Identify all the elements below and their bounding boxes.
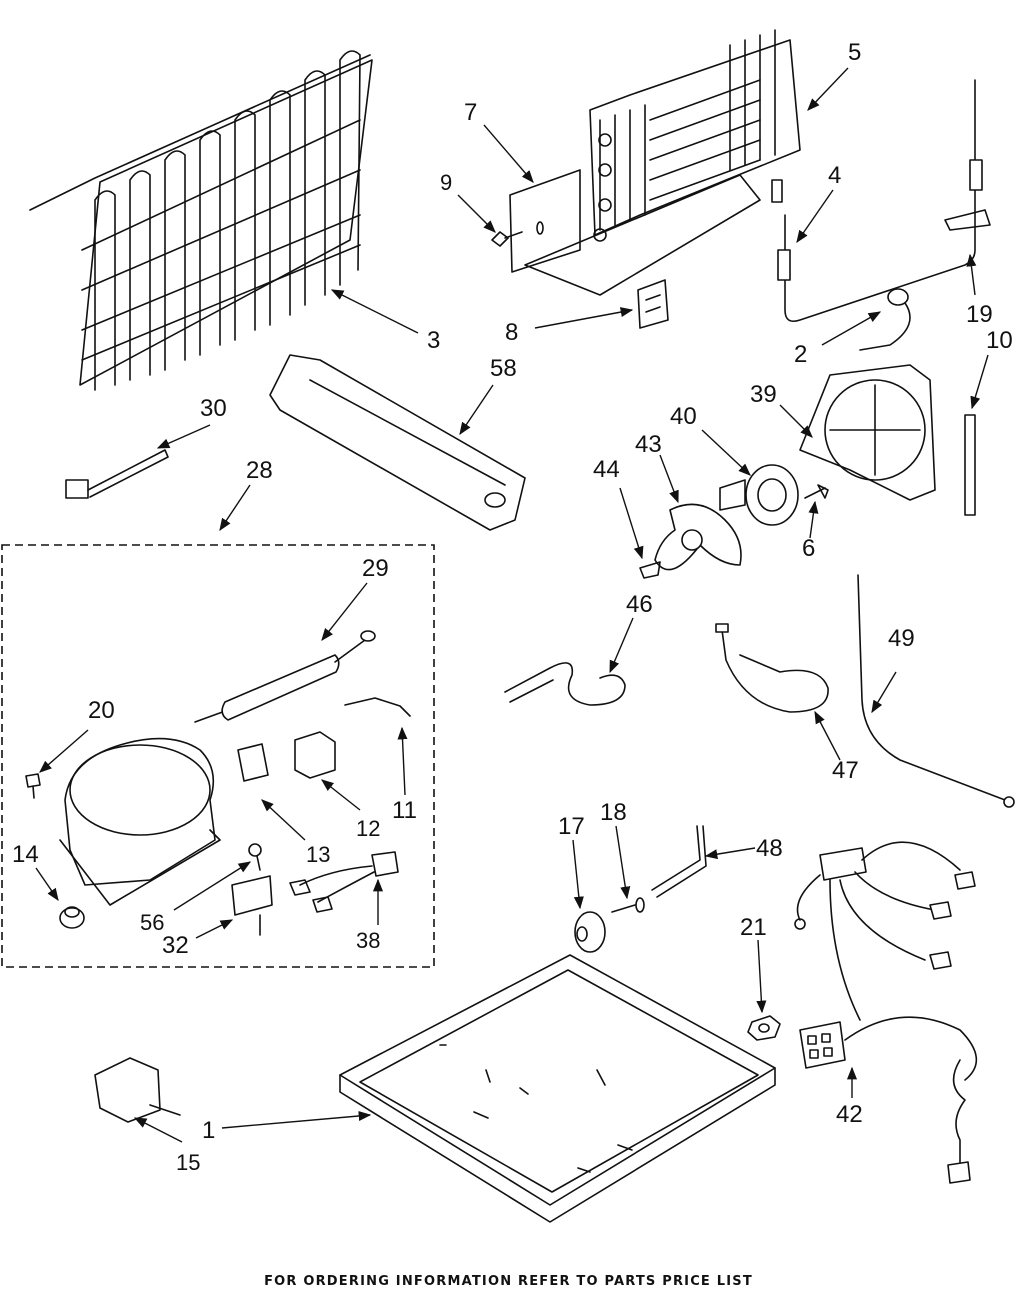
- label-30: 30: [200, 395, 227, 422]
- screw-9: [491, 231, 523, 247]
- compressor-kit-box: [1, 544, 435, 968]
- roller: [574, 911, 606, 953]
- label-12: 12: [356, 816, 380, 841]
- strip-10: [964, 414, 976, 516]
- screw-56: [248, 843, 262, 871]
- tube-48: [651, 825, 707, 898]
- fan-blade: [654, 503, 742, 571]
- drain-hose: [504, 662, 626, 706]
- label-19: 19: [966, 301, 993, 328]
- label-48: 48: [756, 835, 783, 862]
- overload: [294, 731, 336, 779]
- fan-shroud: [799, 364, 936, 501]
- capacitor: [231, 875, 273, 936]
- label-6: 6: [802, 535, 815, 562]
- label-7: 7: [464, 99, 477, 126]
- label-28: 28: [246, 457, 273, 484]
- label-29: 29: [362, 555, 389, 582]
- label-32: 32: [162, 932, 189, 959]
- label-11: 11: [392, 797, 417, 824]
- label-44: 44: [593, 456, 620, 483]
- clip-8: [637, 279, 669, 329]
- clip-44: [639, 561, 661, 579]
- label-49: 49: [888, 625, 915, 652]
- cable-tie: [65, 449, 169, 499]
- axle: [611, 897, 645, 913]
- leader-lines: [35, 67, 989, 1143]
- label-58: 58: [490, 355, 517, 382]
- grommet: [59, 906, 85, 929]
- evaporator: [524, 29, 801, 296]
- label-4: 4: [828, 162, 841, 189]
- part-labels: 1 2 3 4 5 6 7 9 8 10 11 12 13 14 15 17 1…: [12, 39, 1013, 1175]
- label-42: 42: [836, 1101, 863, 1128]
- label-5: 5: [848, 39, 861, 66]
- label-13: 13: [306, 842, 330, 867]
- relay: [237, 743, 269, 782]
- label-39: 39: [750, 381, 777, 408]
- label-8: 8: [505, 319, 518, 346]
- label-18: 18: [600, 799, 627, 826]
- label-20: 20: [88, 697, 115, 724]
- label-1: 1: [202, 1117, 215, 1144]
- label-17: 17: [558, 813, 585, 840]
- label-38: 38: [356, 928, 380, 953]
- screw-20: [25, 773, 41, 799]
- label-43: 43: [635, 431, 662, 458]
- harness-38: [289, 851, 399, 913]
- tube-49: [857, 574, 1015, 808]
- label-15: 15: [176, 1150, 200, 1175]
- footer-note: FOR ORDERING INFORMATION REFER TO PARTS …: [264, 1274, 753, 1289]
- label-56: 56: [140, 910, 164, 935]
- label-46: 46: [626, 591, 653, 618]
- tube-47: [715, 623, 829, 713]
- label-3: 3: [427, 327, 440, 354]
- defrost-thermostat: [771, 79, 983, 323]
- terminal-2: [859, 288, 911, 351]
- bracket-plate: [509, 169, 581, 273]
- label-14: 14: [12, 841, 39, 868]
- label-9: 9: [440, 170, 452, 195]
- label-2: 2: [794, 341, 807, 368]
- base-frame: [339, 954, 776, 1223]
- label-40: 40: [670, 403, 697, 430]
- filter-drier: [194, 630, 376, 723]
- condenser-coil: [29, 50, 373, 391]
- defrost-timer: [94, 1057, 181, 1123]
- screw-6: [804, 484, 829, 499]
- fan-motor: [719, 464, 799, 526]
- nut: [747, 1015, 781, 1041]
- wire-harness: [794, 841, 978, 1184]
- label-21: 21: [740, 914, 767, 941]
- wire-clip-11: [344, 697, 411, 717]
- label-10: 10: [986, 327, 1013, 354]
- clip-19: [944, 209, 991, 231]
- compressor: [59, 737, 221, 906]
- drain-trough: [269, 354, 526, 531]
- label-47: 47: [832, 757, 859, 784]
